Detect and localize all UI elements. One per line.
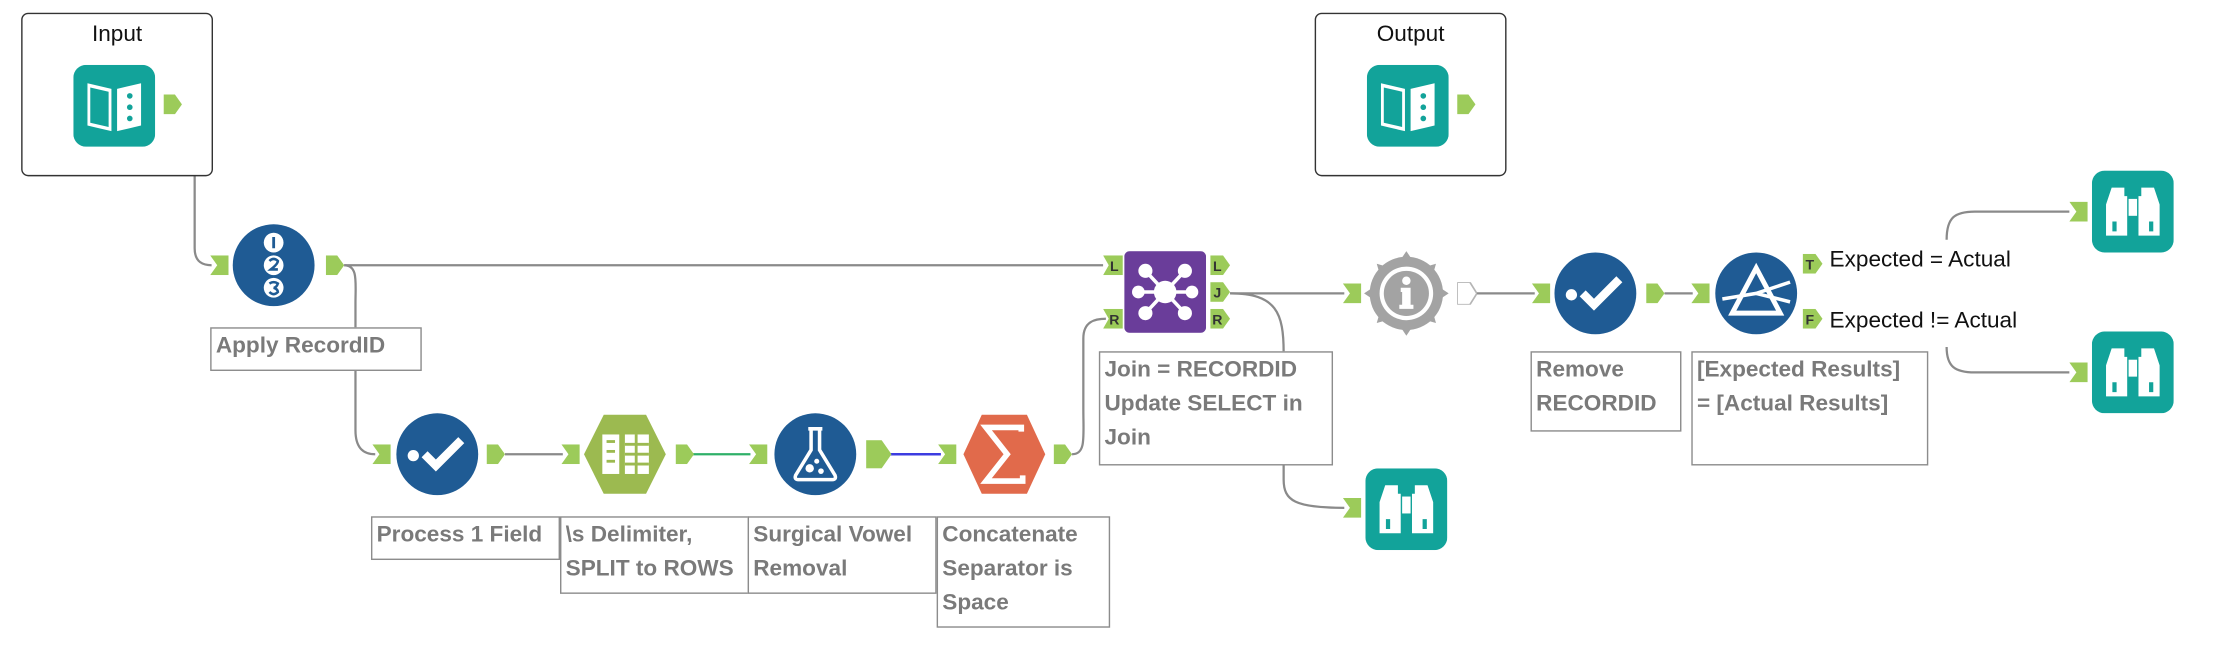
join-left-in-letter: L xyxy=(1110,258,1119,274)
filter-false-label: Expected != Actual xyxy=(1829,308,2018,333)
output-in-anchor[interactable] xyxy=(1457,94,1476,115)
select-tool-remove-recordid[interactable] xyxy=(1553,251,1638,336)
select-checkmark-icon xyxy=(1554,252,1637,335)
formula-flask-icon xyxy=(774,413,857,496)
recordid-annotation: Apply RecordID xyxy=(210,327,422,371)
select1-out-anchor[interactable] xyxy=(486,444,505,465)
join-tool[interactable] xyxy=(1124,251,1207,333)
wire-concat-to-join-right xyxy=(1071,317,1106,456)
input-out-anchor[interactable] xyxy=(163,94,182,115)
browse-join-in-anchor[interactable] xyxy=(1342,497,1362,518)
summarize-out-anchor[interactable] xyxy=(1053,444,1073,465)
browse-binoculars-icon xyxy=(2091,170,2174,253)
wire-filter-true-to-browse xyxy=(1945,210,2070,240)
browse-binoculars-icon xyxy=(2091,331,2174,414)
join-right-out-anchor[interactable]: R xyxy=(1210,308,1231,329)
join-annotation: Join = RECORDID Update SELECT in Join xyxy=(1098,351,1334,466)
select2-in-anchor[interactable] xyxy=(1531,283,1551,304)
browse-false-in-anchor[interactable] xyxy=(2069,362,2088,383)
join-network-icon xyxy=(1124,251,1207,333)
remove-annotation: Remove RECORDID xyxy=(1530,351,1682,432)
join-right-in-letter: R xyxy=(1109,311,1119,327)
info-gear-icon xyxy=(1364,251,1449,336)
select2-out-anchor[interactable] xyxy=(1646,283,1665,304)
textcols-out-anchor[interactable] xyxy=(675,444,695,465)
summarize-sigma-icon xyxy=(963,414,1046,494)
vowel-annotation: Surgical Vowel Removal xyxy=(747,516,937,594)
filter-annotation: [Expected Results] = [Actual Results] xyxy=(1691,351,1929,466)
browse-binoculars-icon xyxy=(1365,468,1448,551)
summarize-tool[interactable] xyxy=(962,412,1047,497)
filter-true-label: Expected = Actual xyxy=(1829,248,2011,273)
textcols-in-anchor[interactable] xyxy=(561,444,580,465)
recordid-in-anchor[interactable] xyxy=(210,255,229,276)
wire-filter-false-to-browse xyxy=(1945,346,2070,374)
select-checkmark-icon xyxy=(396,413,479,496)
output-book-icon xyxy=(1366,64,1449,147)
browse-true-in-anchor[interactable] xyxy=(2069,201,2088,222)
join-join-out-anchor[interactable]: J xyxy=(1210,282,1231,302)
output-container-title: Output xyxy=(1376,22,1445,47)
filter-in-anchor[interactable] xyxy=(1691,283,1710,304)
filter-false-letter: F xyxy=(1805,311,1814,327)
delimiter-annotation: \s Delimiter, SPLIT to ROWS xyxy=(560,516,750,594)
browse-tool-true[interactable] xyxy=(2091,170,2174,253)
filter-tool[interactable] xyxy=(1714,251,1799,336)
info-in-anchor[interactable] xyxy=(1342,283,1362,304)
formula-out-anchor[interactable] xyxy=(866,440,892,469)
filter-false-anchor[interactable]: F xyxy=(1802,308,1823,329)
join-left-in-anchor[interactable]: L xyxy=(1103,255,1123,276)
formula-in-anchor[interactable] xyxy=(749,444,768,465)
input-data-tool[interactable] xyxy=(73,64,156,147)
formula-tool[interactable] xyxy=(773,412,858,497)
message-tool[interactable] xyxy=(1364,251,1449,336)
join-left-out-letter: L xyxy=(1213,258,1222,274)
join-right-in-anchor[interactable]: R xyxy=(1103,308,1123,329)
process-field-annotation: Process 1 Field xyxy=(370,516,561,561)
filter-prism-icon xyxy=(1715,252,1798,335)
record-id-icon xyxy=(232,224,315,307)
text-to-columns-icon xyxy=(583,414,666,494)
recordid-out-anchor[interactable] xyxy=(325,255,345,276)
input-container-title: Input xyxy=(91,22,143,47)
output-data-tool[interactable] xyxy=(1366,64,1449,147)
join-left-out-anchor[interactable]: L xyxy=(1210,255,1231,276)
select-tool-process-field[interactable] xyxy=(395,412,480,497)
summarize-in-anchor[interactable] xyxy=(938,444,957,465)
join-right-out-letter: R xyxy=(1212,311,1222,327)
recordid-tool[interactable] xyxy=(231,223,316,308)
browse-tool-join[interactable] xyxy=(1365,468,1448,551)
filter-true-anchor[interactable]: T xyxy=(1802,253,1823,274)
concat-annotation: Concatenate Separator is Space xyxy=(936,516,1111,628)
join-join-out-letter: J xyxy=(1213,285,1221,301)
info-out-anchor[interactable] xyxy=(1457,282,1477,305)
text-to-columns-tool[interactable] xyxy=(583,412,668,497)
input-book-icon xyxy=(73,64,156,147)
browse-tool-false[interactable] xyxy=(2091,331,2174,414)
select1-in-anchor[interactable] xyxy=(372,444,391,465)
filter-true-letter: T xyxy=(1805,256,1814,272)
